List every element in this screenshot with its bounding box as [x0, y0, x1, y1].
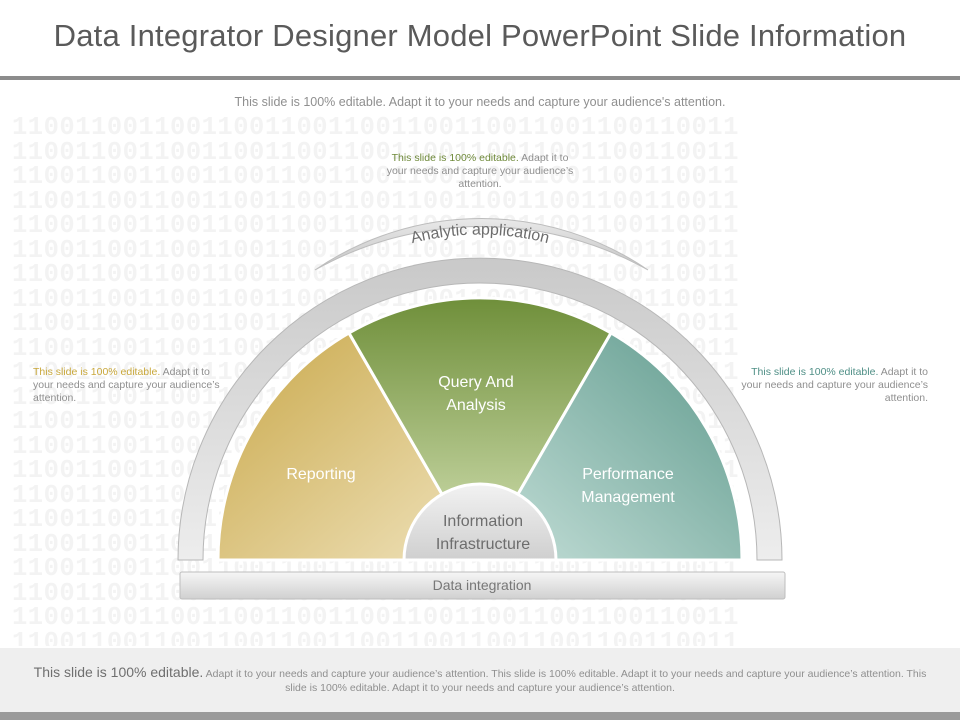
callout-right-text: Adapt it to your needs and capture your …: [741, 366, 928, 404]
information-infrastructure-core: [402, 482, 558, 562]
binary-row: 1100110011001100110011001100110011001100…: [12, 137, 739, 167]
segment-performance-management: [477, 330, 744, 562]
bottom-bar: [0, 712, 960, 720]
footer-body: Adapt it to your needs and capture your …: [203, 668, 927, 694]
core-label-2: Infrastructure: [436, 536, 530, 553]
callout-left: This slide is 100% editable. Adapt it to…: [33, 366, 233, 405]
performance-label-1: Performance: [582, 466, 674, 483]
analytic-application-band: [314, 218, 649, 271]
title-divider: [0, 76, 960, 80]
callout-top-lead: This slide is 100% editable.: [391, 152, 519, 164]
binary-row: 1100110011001100110011001100110011001100…: [12, 211, 739, 240]
outer-arc-ring: [177, 257, 783, 561]
query-analysis-label-2: Analysis: [446, 397, 506, 414]
callout-left-lead: This slide is 100% editable.: [33, 366, 161, 378]
callout-top: This slide is 100% editable. Adapt it to…: [380, 152, 580, 191]
callout-right: This slide is 100% editable. Adapt it to…: [728, 366, 928, 405]
performance-label-2: Management: [581, 489, 675, 506]
data-integration-label: Data integration: [433, 577, 532, 593]
callout-top-text: Adapt it to your needs and capture your …: [386, 152, 574, 190]
query-analysis-label-1: Query And: [438, 374, 514, 391]
footer-panel: [0, 648, 960, 712]
binary-row: 1100110011001100110011001100110011001100…: [12, 116, 739, 142]
slide-subtitle: This slide is 100% editable. Adapt it to…: [234, 95, 726, 109]
data-integration-bar: [179, 571, 786, 600]
reporting-label: Reporting: [286, 466, 355, 483]
footer-lead: This slide is 100% editable.: [33, 664, 204, 680]
slide-title: Data Integrator Designer Model PowerPoin…: [53, 18, 907, 53]
callout-left-text: Adapt it to your needs and capture your …: [33, 366, 220, 404]
binary-row: 1100110011001100110011001100110011001100…: [12, 627, 739, 646]
core-label-1: Information: [443, 513, 523, 530]
segment-query-analysis: [346, 296, 614, 564]
binary-row: 1100110011001100110011001100110011001100…: [12, 186, 739, 216]
binary-row: 1100110011001100110011001100110011001100…: [12, 603, 739, 632]
callout-right-lead: This slide is 100% editable.: [751, 366, 879, 378]
segment-reporting: [216, 330, 483, 562]
binary-row: 1100110011001100110011001100110011001100…: [12, 162, 739, 191]
footer-text: This slide is 100% editable. Adapt it to…: [30, 665, 930, 695]
